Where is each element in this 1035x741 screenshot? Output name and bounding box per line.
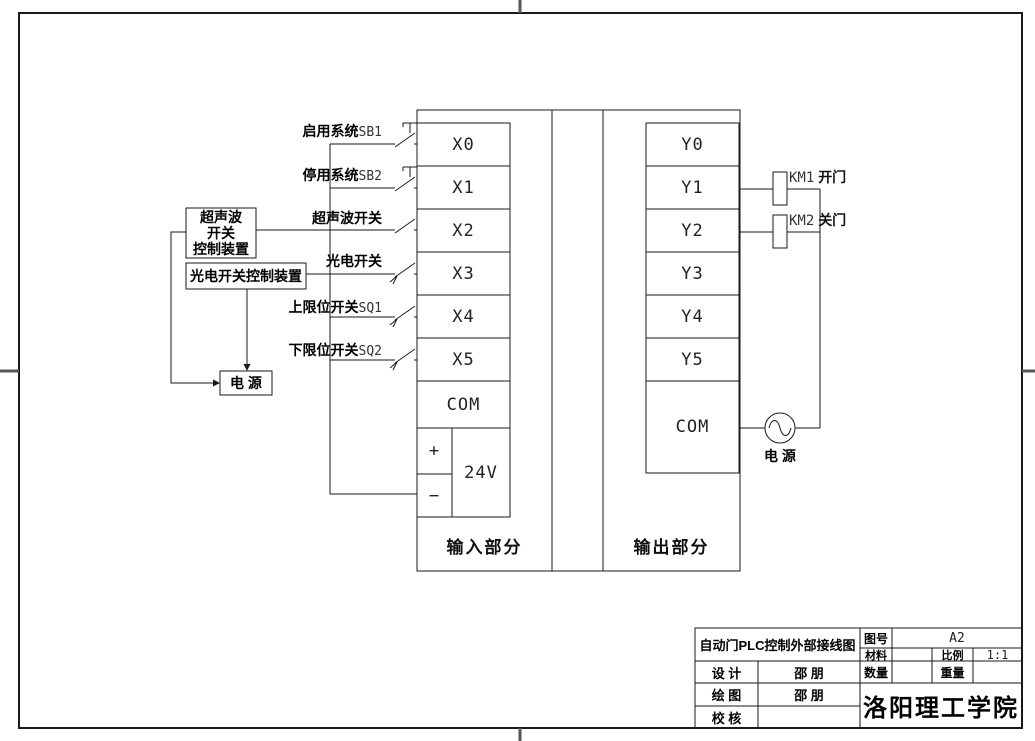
input-label-photoelectric: 光电开关 [255, 251, 382, 271]
limit-switch-sq1-symbol [389, 305, 416, 328]
input-section-label: 输入部分 [446, 537, 523, 557]
title-block-design-value: 邵 朋 [794, 665, 824, 681]
km2-action: 关门 [818, 212, 847, 228]
arrowhead-down [243, 364, 251, 371]
km1-label: KM1 开门 [789, 167, 846, 187]
km1-code: KM1 [789, 170, 815, 186]
terminal-y1: Y1 [681, 177, 704, 198]
title-block-drawing-no-value: A2 [949, 630, 965, 646]
title-block-grid [694, 627, 1023, 729]
input-label-sb1-code: SB1 [358, 125, 382, 140]
common-bus-wire [329, 144, 417, 495]
title-block-institution: 洛阳理工学院 [863, 695, 1019, 722]
input-label-photoelectric-text: 光电开关 [326, 253, 382, 269]
photoelectric-control-box [185, 262, 307, 290]
km2-code: KM2 [789, 213, 815, 229]
input-label-sb2-code: SB2 [358, 169, 382, 184]
output-section-label: 输出部分 [633, 537, 710, 557]
ultrasonic-line1: 超声波 [200, 209, 242, 225]
terminal-y4: Y4 [681, 306, 704, 327]
km2-coil [772, 214, 788, 249]
title-block-weight-label: 重量 [940, 665, 965, 680]
ultrasonic-switch-symbol [394, 218, 416, 234]
pushbutton-sb1-symbol [394, 122, 418, 148]
ac-source-symbol [764, 412, 796, 444]
title-block-drawing-no-label: 图号 [863, 631, 888, 646]
input-label-sb1: 启用系统SB1 [255, 121, 382, 141]
title-block-check-label: 校 核 [711, 710, 742, 726]
km2-label: KM2 关门 [789, 210, 846, 230]
title-block-scale-value: 1:1 [986, 647, 1009, 662]
terminal-x4: X4 [452, 306, 475, 327]
plc-outline [416, 109, 741, 572]
input-wires [256, 143, 417, 495]
output-wires [739, 171, 821, 444]
ultrasonic-line2: 开关 [207, 225, 235, 241]
photoelectric-control-device-label: 光电开关控制装置 [190, 268, 302, 284]
terminal-x3: X3 [452, 263, 475, 284]
input-label-ultrasonic-text: 超声波开关 [312, 210, 382, 226]
limit-switch-sq2-symbol [389, 348, 416, 371]
terminal-y3: Y3 [681, 263, 704, 284]
terminal-input-com: COM [446, 394, 481, 415]
terminal-x1: X1 [452, 177, 475, 198]
arrowhead-right [213, 379, 220, 387]
title-block-scale-label: 比例 [941, 649, 964, 662]
ultrasonic-line3: 控制装置 [193, 241, 249, 257]
km1-coil [772, 171, 788, 206]
output-terminal-boxes [645, 122, 740, 474]
pushbutton-sb2-symbol [394, 166, 418, 192]
input-label-sb2: 停用系统SB2 [255, 165, 382, 185]
terminal-y2: Y2 [681, 220, 704, 241]
power-feed-wires [170, 231, 251, 387]
title-block-weight-value [974, 661, 1021, 683]
ultrasonic-to-power-wire [170, 231, 213, 384]
title-block-design-label: 设 计 [711, 665, 742, 681]
terminal-24v: 24V [464, 462, 498, 483]
input-label-sq1: 上限位开关SQ1 [255, 297, 382, 317]
input-label-sq2-text: 下限位开关 [288, 342, 359, 358]
terminal-x0: X0 [452, 134, 475, 155]
title-block-material-value [893, 648, 931, 661]
terminal-y0: Y0 [681, 134, 704, 155]
terminal-y5: Y5 [681, 349, 704, 370]
input-label-sb2-text: 停用系统 [302, 167, 359, 183]
title-block-quantity-label: 数量 [863, 665, 888, 680]
title-block-draft-label: 绘 图 [711, 688, 742, 703]
title-block-draft-value: 邵 朋 [794, 688, 824, 703]
input-label-sq2-code: SQ2 [358, 344, 382, 359]
input-label-ultrasonic: 超声波开关 [255, 208, 382, 228]
input-label-sb1-text: 启用系统 [302, 123, 359, 139]
power-supply-box-label: 电 源 [230, 375, 262, 391]
terminal-plus: + [428, 441, 441, 461]
input-label-sq2: 下限位开关SQ2 [255, 340, 382, 360]
input-label-sq1-code: SQ1 [358, 301, 382, 316]
photoelectric-switch-symbol [389, 262, 416, 285]
switch-symbols [389, 122, 418, 371]
terminal-output-com: COM [675, 417, 710, 437]
terminal-minus: − [428, 485, 441, 506]
terminal-x5: X5 [452, 349, 475, 370]
title-block-quantity-value [893, 661, 931, 683]
title-block-drawing-title: 自动门PLC控制外部接线图 [699, 638, 856, 653]
input-label-sq1-text: 上限位开关 [288, 299, 359, 315]
title-block-check-value [759, 706, 859, 728]
km1-action: 开门 [818, 169, 847, 185]
terminal-x2: X2 [452, 220, 475, 241]
ac-source-label: 电 源 [764, 448, 796, 464]
ultrasonic-control-box [185, 207, 257, 259]
ultrasonic-control-device-label: 超声波 开关 控制装置 [186, 208, 256, 258]
title-block-material-label: 材料 [865, 649, 887, 662]
